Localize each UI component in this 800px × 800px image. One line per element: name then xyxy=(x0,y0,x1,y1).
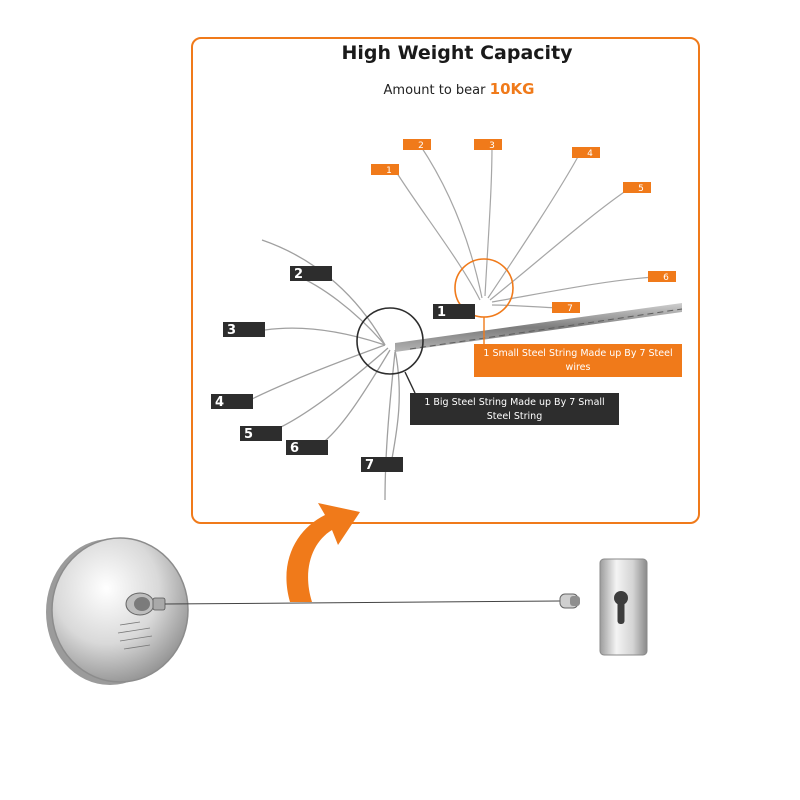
small-label-5: 5 xyxy=(638,184,644,194)
small-string-label-tags xyxy=(371,139,676,313)
clothesline-wire xyxy=(164,600,561,605)
small-label-7: 7 xyxy=(567,304,573,314)
small-label-4: 4 xyxy=(587,149,593,159)
big-label-5: 5 xyxy=(244,427,253,442)
big-string-leader xyxy=(404,371,416,394)
small-label-3: 3 xyxy=(489,141,495,151)
page-title: High Weight Capacity xyxy=(341,42,573,64)
big-string-highlight-circle xyxy=(356,307,424,375)
big-label-1: 1 xyxy=(437,305,446,320)
line-connector-icon xyxy=(559,593,580,609)
retractable-reel-icon xyxy=(46,537,189,685)
steel-cable xyxy=(395,303,683,352)
subtitle-prefix: Amount to bear xyxy=(383,83,486,98)
small-label-6: 6 xyxy=(663,273,669,283)
wall-hook-icon xyxy=(599,558,648,656)
subtitle-value: 10KG xyxy=(489,80,535,98)
small-string-label-texts: 1 2 3 4 5 6 7 xyxy=(386,141,669,314)
page-subtitle: Amount to bear 10KG xyxy=(191,80,727,98)
small-label-1: 1 xyxy=(386,166,392,176)
big-label-6: 6 xyxy=(290,441,299,456)
big-label-7: 7 xyxy=(365,458,374,473)
big-label-4: 4 xyxy=(215,395,224,410)
small-label-2: 2 xyxy=(418,141,424,151)
big-string-caption: 1 Big Steel String Made up By 7 Small St… xyxy=(410,393,619,425)
big-label-2: 2 xyxy=(294,267,303,282)
big-label-3: 3 xyxy=(227,323,236,338)
small-string-wires xyxy=(394,144,655,309)
big-string-label-tags xyxy=(211,266,475,472)
big-string-label-texts: 2 1 3 4 5 6 7 xyxy=(215,267,446,473)
curved-arrow-icon xyxy=(286,503,360,602)
small-string-caption: 1 Small Steel String Made up By 7 Steel … xyxy=(474,344,682,377)
